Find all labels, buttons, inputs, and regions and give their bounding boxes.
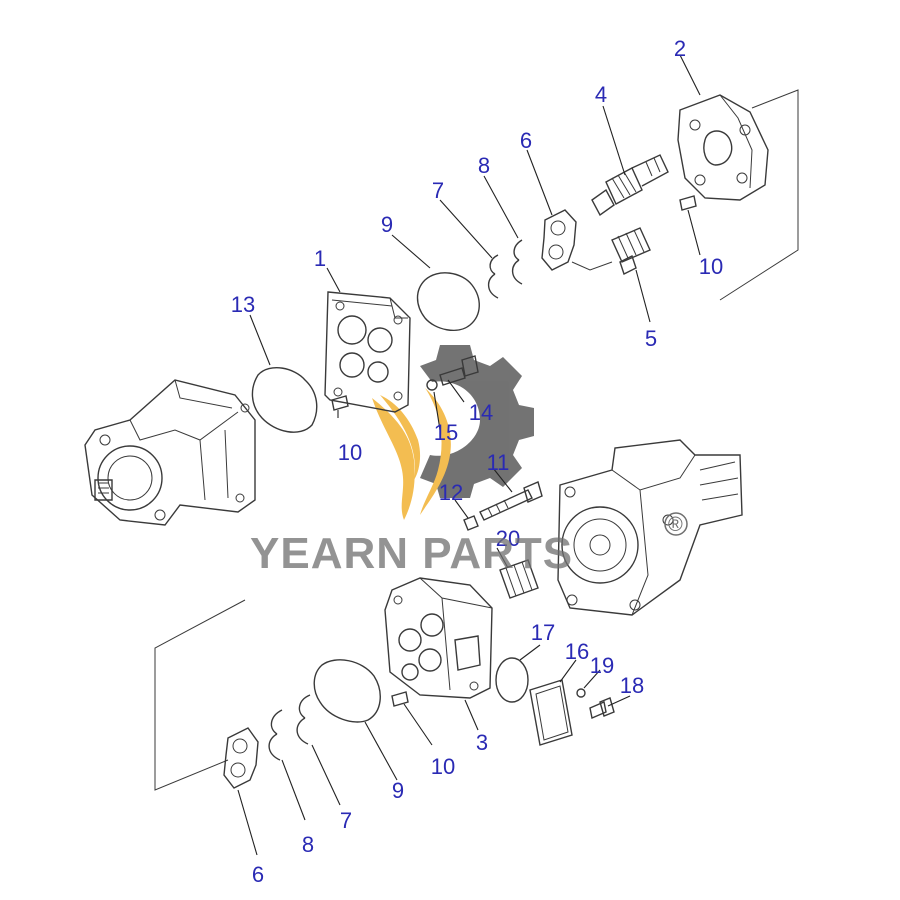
callout-labels: 2 4 6 8 7 9 1 13 10 5 14 15 10 11 12 20 …	[231, 36, 723, 887]
label-1: 1	[314, 246, 326, 271]
watermark-logo	[372, 345, 534, 520]
label-9-upper: 9	[381, 212, 393, 237]
registered-mark: ®	[668, 514, 683, 536]
washer-12	[463, 515, 479, 531]
label-8-lower: 8	[302, 832, 314, 857]
outline-bracket-upper	[719, 89, 799, 301]
label-6-upper: 6	[520, 128, 532, 153]
bushing-6-lower	[223, 727, 259, 789]
cover-16	[529, 679, 573, 746]
washer-15	[426, 379, 438, 391]
label-7-lower: 7	[340, 808, 352, 833]
label-7-upper: 7	[432, 178, 444, 203]
label-10-upper: 10	[338, 440, 362, 465]
registered-mark-circle	[664, 512, 688, 536]
plate-1	[324, 291, 411, 413]
label-2: 2	[674, 36, 686, 61]
pin-10-upper	[331, 395, 349, 411]
label-8-upper: 8	[478, 153, 490, 178]
label-6-lower: 6	[252, 862, 264, 887]
label-18: 18	[620, 673, 644, 698]
leader-lines	[237, 54, 701, 856]
ring-7-upper	[487, 254, 499, 299]
flame-icon	[372, 388, 451, 520]
ring-7-lower	[296, 694, 311, 745]
washer-19	[576, 688, 586, 698]
label-19: 19	[590, 653, 614, 678]
ring-8-upper	[511, 239, 523, 285]
label-10-right: 10	[699, 254, 723, 279]
pump-body-right	[557, 439, 743, 616]
label-20: 20	[496, 526, 520, 551]
bolt-14	[439, 355, 479, 386]
label-3: 3	[476, 730, 488, 755]
label-17: 17	[531, 620, 555, 645]
seal-17	[495, 657, 529, 703]
label-5: 5	[645, 326, 657, 351]
ring-8-lower	[268, 709, 283, 761]
gear-shaft-5	[611, 227, 651, 275]
label-16: 16	[565, 639, 589, 664]
label-10-lower: 10	[431, 754, 455, 779]
pin-10-right	[679, 195, 697, 211]
bolt-18	[589, 697, 615, 719]
label-13: 13	[231, 292, 255, 317]
bolt-11	[479, 481, 543, 521]
label-15: 15	[434, 420, 458, 445]
watermark-brand-text: YEARN PARTS	[250, 529, 573, 578]
bushing-6-upper	[541, 209, 577, 271]
gasket-13	[251, 367, 318, 433]
bearing-20	[499, 559, 539, 599]
gasket-9-upper	[416, 272, 480, 332]
label-12: 12	[439, 480, 463, 505]
gear-shaft-4	[591, 154, 669, 217]
outline-bracket-lower	[154, 599, 246, 791]
flange-2	[677, 94, 769, 201]
housing-3	[384, 577, 493, 699]
label-11: 11	[487, 450, 510, 475]
pump-body-left	[84, 379, 256, 526]
gasket-9-lower	[313, 659, 381, 723]
label-14: 14	[469, 400, 493, 425]
label-4: 4	[595, 82, 607, 107]
pin-10-lower	[391, 691, 409, 707]
outline-bracket-upper-link	[571, 261, 613, 271]
label-9-lower: 9	[392, 778, 404, 803]
